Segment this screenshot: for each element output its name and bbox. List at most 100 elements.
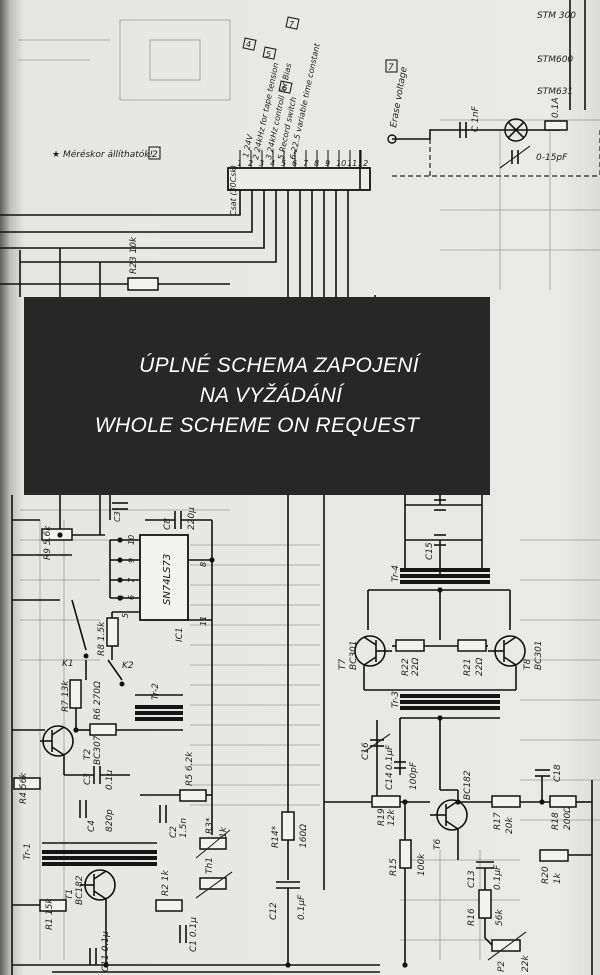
ic-ref: IC1 [175,627,185,642]
tr-ref: T7 [338,659,348,670]
transformer-tr2: Tr-2 [135,683,183,731]
cap-value: 1.5n [179,818,189,838]
resistor-r4: R4 56k [13,772,41,804]
resistor-r8: R8 1.5k [97,612,119,660]
switch-label: K2 [122,661,134,671]
thermistor-th1: Th1 [195,857,233,899]
resistor-r23: R23 10k [127,236,159,291]
res-label: R17 [493,812,503,830]
notice-line-czech: NA VYŽÁDÁNÍ [199,384,343,407]
res-value: 160Ω [299,824,309,848]
res-label: R20 [541,866,551,884]
trim-cap-label: 0-15pF [536,153,568,163]
capacitor-c14-c15: C16 0.1μF C14 100pF [361,720,419,800]
cap-label: C14 [385,772,395,790]
res-value: 1k [553,872,563,884]
transformer-tr1: Tr-1 [23,842,157,866]
resistor-r3: R3* 1k [195,817,231,859]
pot-value: 22k [521,955,531,972]
res-value: 56k [495,909,505,926]
tr-type: BC301 [349,640,359,670]
res-label: R8 1.5k [97,621,107,656]
resistor-r15: R15 100k [389,802,427,965]
transformer-tr4: Tr-4 [367,565,511,640]
tr-type: BC307 [93,735,103,765]
pin-box: 5 [266,50,271,59]
resistor-r18: R17 20k [458,795,550,834]
cap-label: C18 [553,764,563,782]
connector-pins [239,150,362,168]
potentiometer-p2: P2 22k [484,931,531,972]
tr-label: Tr-1 [23,843,33,860]
tr-label: Tr-4 [391,565,401,582]
connector-label: Csat (30Csk) [229,165,238,216]
transistor-t7: T7 BC301 [338,635,392,670]
tr-type: BC182 [463,770,473,800]
capacitor-c8: C8 220μ [145,507,213,560]
switches-k1-k2: K1 K2 [62,599,134,687]
capacitor-c13-r17: C13 0.1μF R16 56k [467,861,505,938]
res-label: R14* [271,825,281,848]
cap-value: 820p [105,809,115,832]
res-label: R4 56k [19,772,29,804]
note-box: 2 [152,150,158,160]
res-label: R1 15k [45,898,55,930]
transistor-t1: T1 BC182 [65,869,116,965]
res-label: R5 6.2k [185,751,195,786]
resistor-r9: R9 5.6k [41,525,105,560]
res-label: R2 1k [161,869,171,896]
tr-ref: T8 [523,659,533,670]
thermistor-label: Th1 [205,857,215,874]
connector-pin-number: 2 [248,159,253,168]
switch-label: K1 [62,659,74,669]
pin-box: 7 [289,20,295,29]
left-wiring: C3 [11,495,380,975]
transistor-t2: T2 BC307 [40,725,103,775]
bus-wiring [0,190,349,297]
res-value: 22Ω [475,658,485,676]
cap-label: C2 [169,826,179,838]
cap-label: C3 [83,773,93,785]
pin-box: 4 [246,40,251,49]
ic-pin: 5 [121,613,130,618]
junction-dots [57,532,545,968]
cap-value: 0.1μF [297,894,307,920]
capacitor-c16: C18 [535,764,563,802]
res-value: 100k [417,853,427,876]
cap-label: C3 [113,511,122,522]
res-label: R7 13k [61,680,71,712]
model-list: STM 300 STM600 STM631 [537,0,586,110]
tr-type: BC182 [75,875,85,905]
connector-pin-number: 8 [314,159,319,168]
cap-label: C15 [425,542,435,560]
cap-label: C4 [87,820,97,832]
model-label: STM631 [537,87,573,97]
resistor-r1: R1 15k [39,898,67,930]
capacitor-c11: C12 0.1μF [269,881,307,965]
ic-pin: 8 [199,562,208,567]
res-value: 20k [505,817,515,834]
connector-pin-number: 3 [259,159,264,168]
cap-value: 220μ [187,507,197,530]
pin-box: 6 [282,84,287,93]
cap-value: 0.1μ [105,770,115,790]
erase-box: 7 [388,63,394,73]
tr-ref: T2 [83,749,93,760]
pot-label: P2 [497,961,507,972]
cap-value: 0.1μF [385,744,395,770]
ic-type: SN74LS73 [162,554,173,605]
right-wiring [323,295,483,890]
cap-value: 0.1μF [493,864,503,890]
resistor-r7: R7 13k [61,679,82,730]
model-label: STM 300 [537,11,576,21]
capacitor-c2: C3 0.1μ [64,766,130,790]
transformer-tr3: Tr-3 [391,691,500,790]
cap-label: C8 [163,518,173,530]
cap-label: C1 0.1μ [189,917,199,952]
transistor-t8: T8 BC301 [488,635,544,670]
ic-pin: 9 [127,558,136,563]
res-value: 1k [219,826,229,838]
model-label: STM600 [537,55,573,65]
